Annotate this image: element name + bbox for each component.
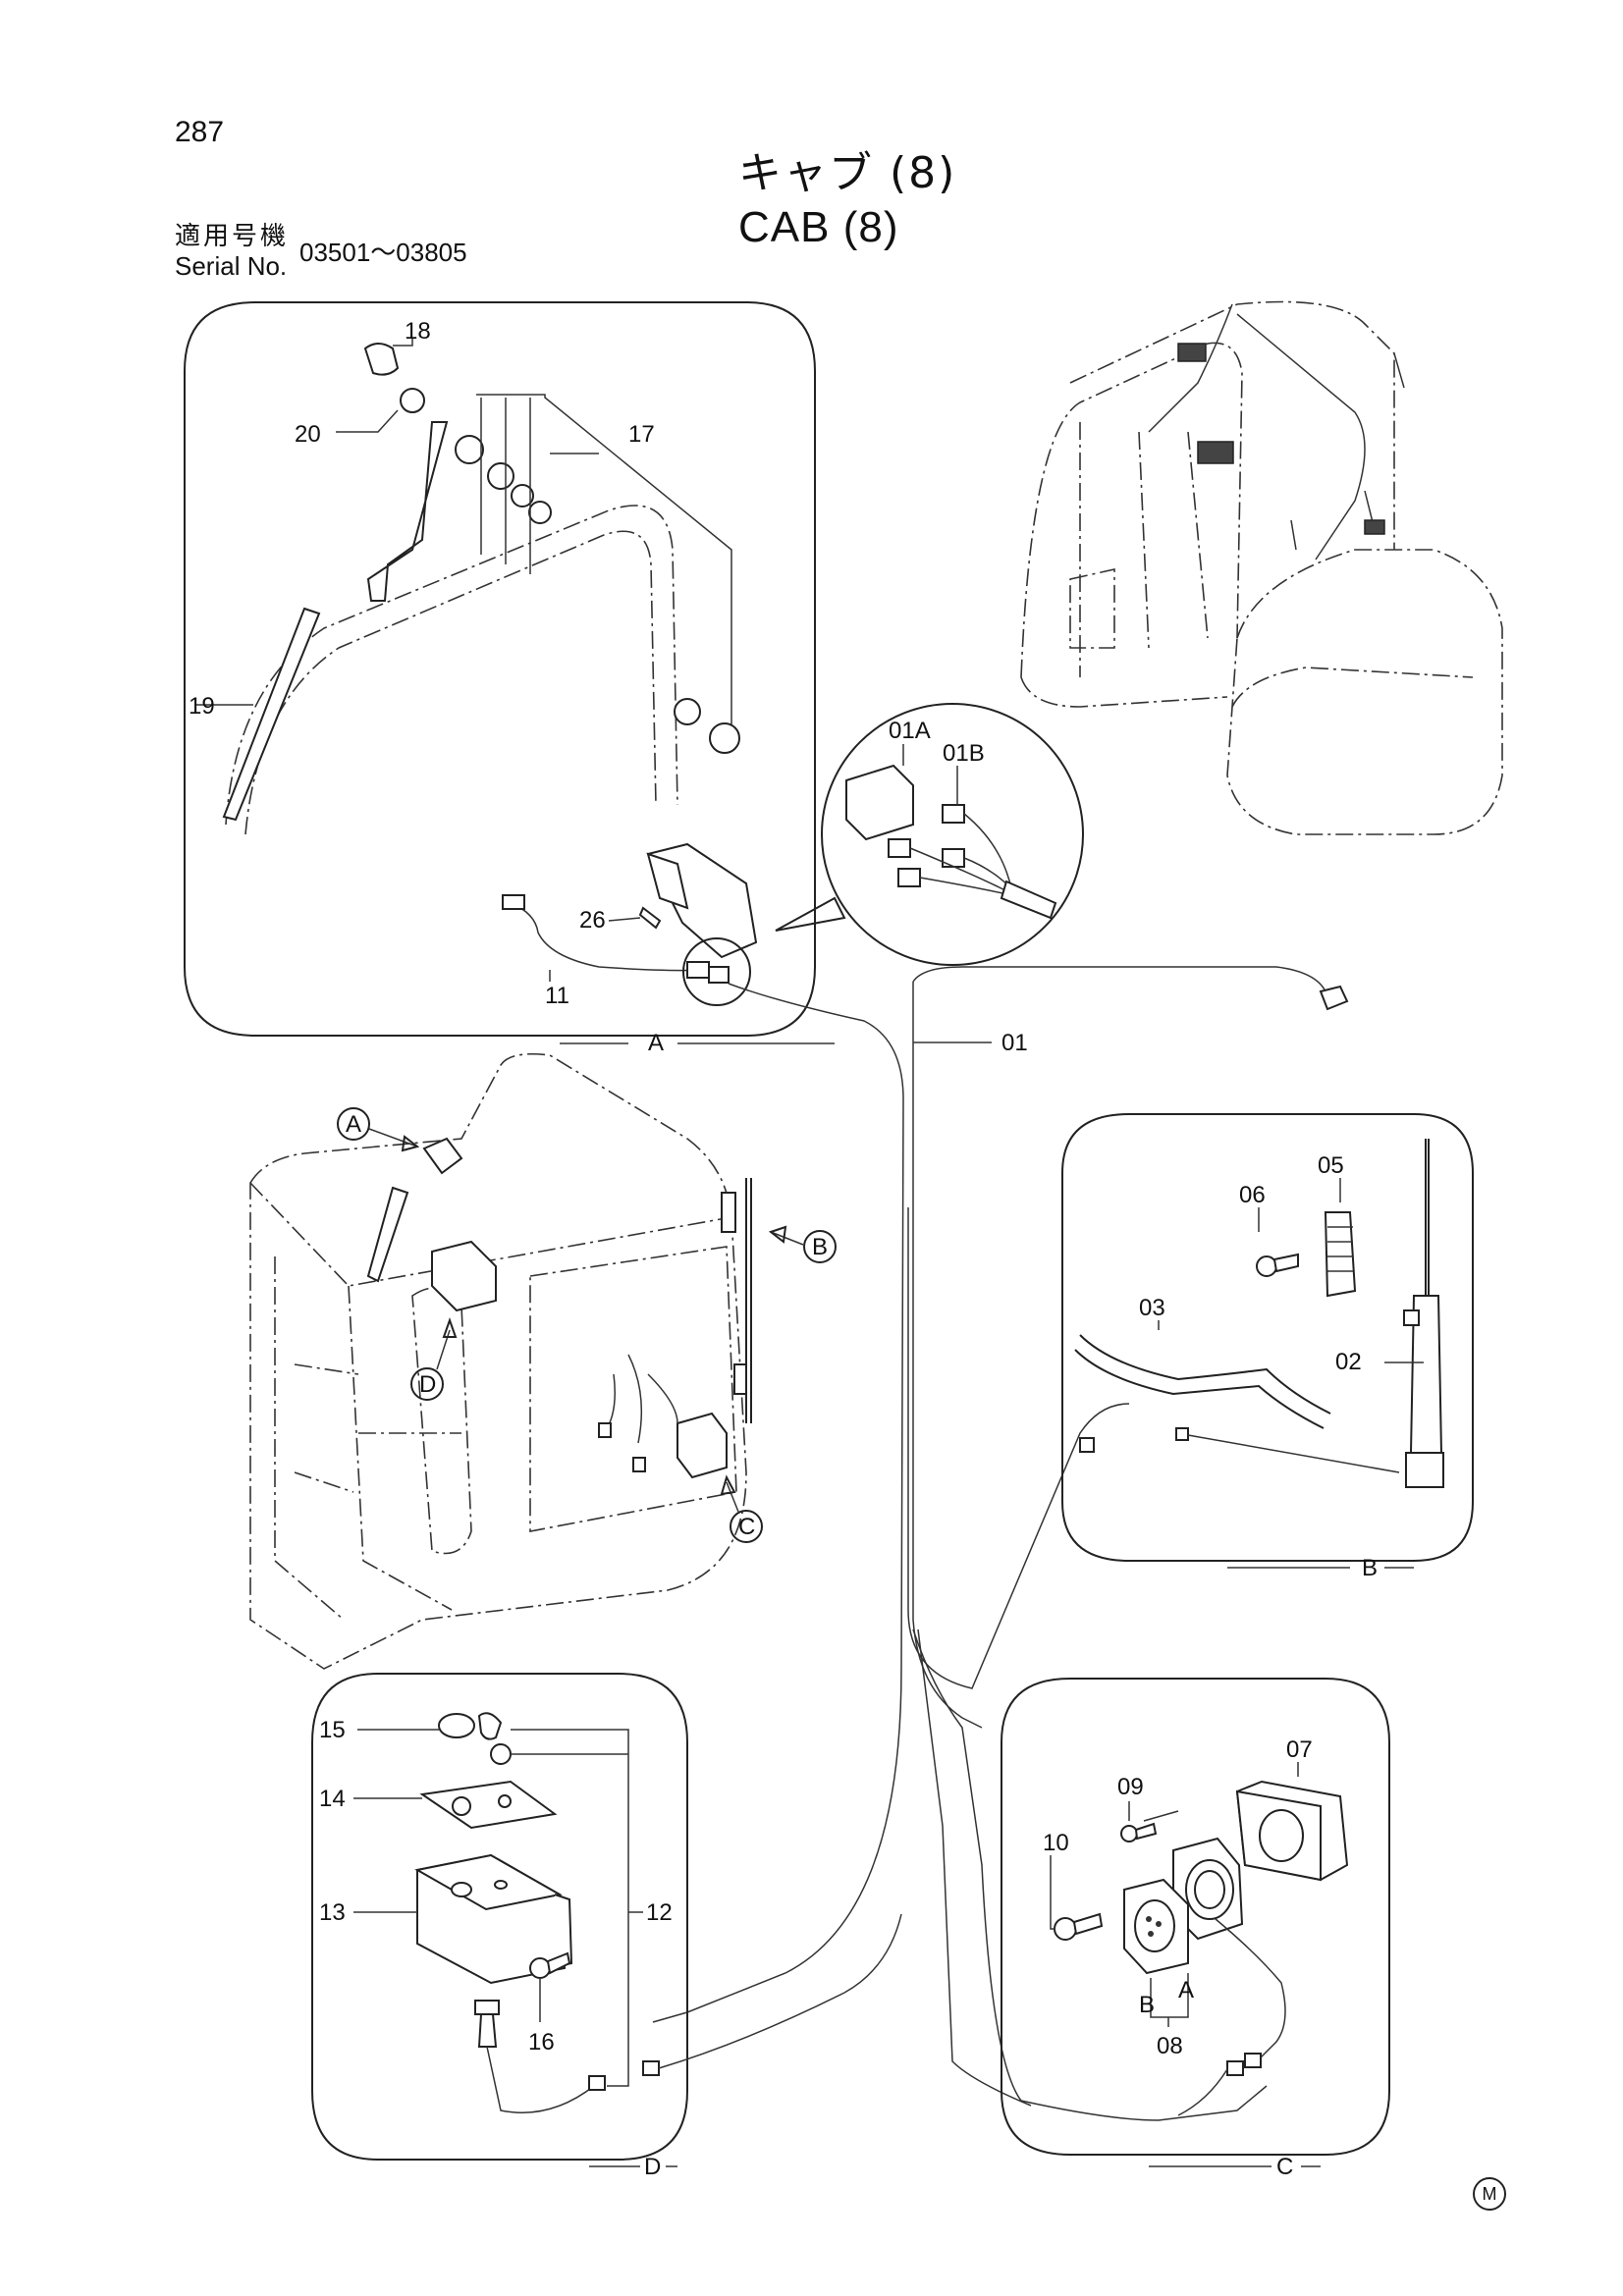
- manufacturer-mark: M: [1473, 2177, 1506, 2211]
- marker-d: D: [419, 1371, 436, 1398]
- page-title: CAB (8): [738, 203, 899, 251]
- screw-icon: [1054, 1917, 1077, 1941]
- wiper-motor-icon: [422, 1137, 463, 1175]
- excavator-overview: [1020, 300, 1503, 835]
- callout-26: 26: [579, 907, 606, 934]
- main-harness: 01: [652, 966, 1349, 2121]
- callout-13: 13: [319, 1899, 346, 1926]
- panel-label-c: C: [1276, 2154, 1293, 2180]
- panel-b: 05 06 03 02 B: [1061, 1113, 1474, 1581]
- marker-b: B: [812, 1234, 828, 1260]
- page-number: 287: [175, 116, 225, 148]
- panel-label-b: B: [1362, 1555, 1378, 1581]
- callout-16: 16: [528, 2029, 555, 2056]
- wiper-cap-icon: [363, 343, 400, 376]
- marker-c: C: [738, 1514, 755, 1540]
- terminal-b-label: B: [1139, 1992, 1155, 2018]
- cab-light-icon: [431, 1240, 497, 1312]
- cab-assembly: A B D C: [249, 1052, 837, 1670]
- nut-icon: [490, 1743, 512, 1765]
- page-title-japanese: キャブ (8): [738, 148, 957, 198]
- screw-icon: [638, 906, 662, 930]
- wiper-blade-icon: [222, 607, 321, 822]
- cap-icon: [438, 1713, 475, 1738]
- callout-20: 20: [295, 421, 321, 448]
- callout-05: 05: [1318, 1152, 1344, 1179]
- panel-label-a: A: [648, 1030, 664, 1056]
- wiper-blade-icon: [366, 1186, 409, 1283]
- relay-icon: [845, 764, 914, 841]
- callout-10: 10: [1043, 1830, 1069, 1856]
- buzzer-icon: [676, 1412, 728, 1479]
- callout-01: 01: [1001, 1030, 1028, 1056]
- terminal-a-label: A: [1178, 1977, 1194, 2003]
- screw-icon: [1120, 1825, 1138, 1842]
- callout-12: 12: [646, 1899, 673, 1926]
- serial-range: 03501～03805: [299, 238, 467, 267]
- callout-02: 02: [1335, 1349, 1362, 1375]
- wiper-arm-icon: [366, 421, 449, 602]
- callout-03: 03: [1139, 1295, 1165, 1321]
- serial-label: Serial No.: [175, 251, 288, 281]
- marker-a: A: [346, 1111, 361, 1138]
- gasket-icon: [419, 1780, 558, 1830]
- callout-01a: 01A: [889, 718, 931, 744]
- panel-a: 18 20 17 19 26 11 A: [184, 301, 835, 1056]
- panel-d: 15 14 13 12 16 D: [311, 1673, 902, 2180]
- panel-c: 07 09 10 B A 08 C: [1001, 1678, 1390, 2180]
- panel-label-d: D: [644, 2154, 661, 2180]
- callout-11: 11: [545, 983, 569, 1009]
- serial-label-japanese: 適用号機: [175, 222, 290, 251]
- callout-18: 18: [405, 318, 431, 345]
- connector-detail: 01A 01B: [775, 703, 1084, 966]
- clamp-icon: [1324, 1211, 1357, 1298]
- callout-06: 06: [1239, 1182, 1266, 1208]
- callout-08: 08: [1157, 2033, 1183, 2059]
- callout-15: 15: [319, 1717, 346, 1743]
- callout-09: 09: [1117, 1774, 1144, 1800]
- callout-14: 14: [319, 1786, 346, 1812]
- callout-17: 17: [628, 421, 655, 448]
- callout-19: 19: [189, 693, 215, 720]
- callout-07: 07: [1286, 1736, 1313, 1763]
- nut-icon: [400, 388, 425, 413]
- callout-01b: 01B: [943, 740, 985, 767]
